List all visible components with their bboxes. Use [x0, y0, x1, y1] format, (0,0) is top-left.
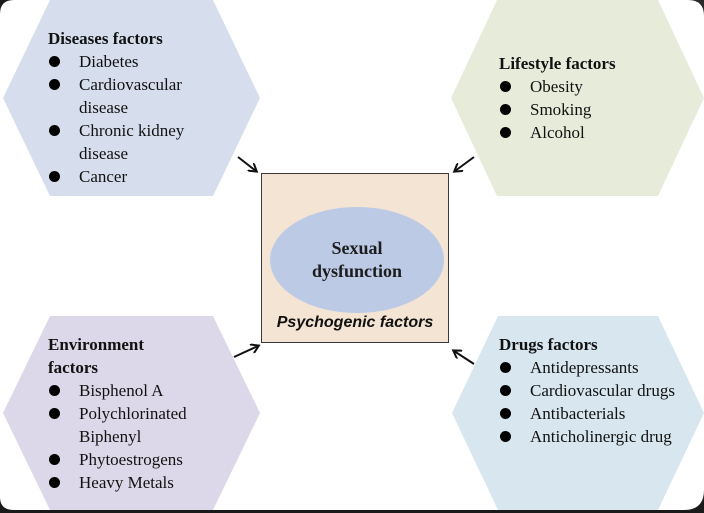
- list-item: Heavy Metals: [48, 471, 239, 494]
- list-item-label: Phytoestrogens: [79, 450, 183, 469]
- arrow-lifestyle-to-center: [455, 156, 475, 171]
- hexagon-drugs: [452, 316, 704, 510]
- lifestyle-factors-list: Obesity Smoking Alcohol: [499, 75, 616, 144]
- sexual-dysfunction-line-2: dysfunction: [311, 261, 403, 281]
- hexagon-environment: [3, 316, 260, 510]
- hexagon-diseases: [3, 0, 260, 196]
- frame-corner-top-right: [688, 0, 704, 16]
- frame-corner-top-left: [0, 0, 14, 14]
- list-item-label: Antidepressants: [530, 358, 639, 377]
- list-item-label: Polychlorinated Biphenyl: [79, 404, 187, 446]
- arrow-diseases-to-center: [237, 156, 256, 171]
- diseases-factors-list: Diabetes Cardiovascular disease Chronic …: [48, 50, 229, 188]
- environment-factors-title: Environment factors: [48, 335, 145, 377]
- list-item: Cardiovascular disease: [48, 73, 219, 119]
- list-item: Polychlorinated Biphenyl: [48, 402, 239, 448]
- hexagon-lifestyle: [451, 0, 704, 196]
- list-item-label: Anticholinergic drug: [530, 427, 672, 446]
- list-item: Bisphenol A: [48, 379, 239, 402]
- list-item-label: Diabetes: [79, 52, 139, 71]
- list-item: Diabetes: [48, 50, 229, 73]
- list-item-label: Cancer: [79, 167, 128, 186]
- list-item-label: Cardiovascular drugs: [530, 381, 675, 400]
- frame-corner-bottom-right: [684, 490, 704, 510]
- list-item: Phytoestrogens: [48, 448, 239, 471]
- list-item: Obesity: [499, 75, 616, 98]
- list-item: Antidepressants: [499, 356, 680, 379]
- environment-factors-list: Bisphenol A Polychlorinated Biphenyl Phy…: [48, 379, 239, 494]
- drugs-factors-title: Drugs factors: [499, 335, 598, 354]
- sexual-dysfunction-ellipse: Sexual dysfunction: [270, 207, 444, 313]
- psychogenic-factors-label: Psychogenic factors: [276, 314, 434, 331]
- sexual-dysfunction-line-1: Sexual: [331, 238, 383, 258]
- lifestyle-factors-title: Lifestyle factors: [499, 54, 616, 73]
- list-item-label: Heavy Metals: [79, 473, 174, 492]
- list-item: Chronic kidney disease: [48, 119, 229, 165]
- list-item-label: Bisphenol A: [79, 381, 164, 400]
- list-item: Cancer: [48, 165, 229, 188]
- drugs-factors-list: Antidepressants Cardiovascular drugs Ant…: [499, 356, 680, 448]
- list-item-label: Chronic kidney disease: [79, 121, 185, 163]
- environment-factors-block: Environment factors Bisphenol A Polychlo…: [48, 333, 239, 494]
- list-item: Antibacterials: [499, 402, 680, 425]
- list-item-label: Obesity: [530, 77, 583, 96]
- list-item-label: Cardiovascular disease: [79, 75, 182, 117]
- list-item-label: Smoking: [530, 100, 592, 119]
- list-item-label: Alcohol: [530, 123, 585, 142]
- lifestyle-factors-block: Lifestyle factors Obesity Smoking Alcoho…: [499, 52, 616, 144]
- list-item: Alcohol: [499, 121, 616, 144]
- arrow-drugs-to-center: [454, 351, 475, 365]
- diseases-factors-title: Diseases factors: [48, 29, 163, 48]
- arrow-environment-to-center: [233, 346, 258, 358]
- list-item: Cardiovascular drugs: [499, 379, 680, 402]
- list-item: Anticholinergic drug: [499, 425, 680, 448]
- frame-corner-bottom-left: [0, 497, 704, 513]
- list-item: Smoking: [499, 98, 616, 121]
- list-item-label: Antibacterials: [530, 404, 626, 423]
- sexual-dysfunction-label: Sexual dysfunction: [312, 237, 402, 283]
- diseases-factors-block: Diseases factors Diabetes Cardiovascular…: [48, 27, 229, 188]
- psychogenic-factors-box: Sexual dysfunction Psychogenic factors: [261, 173, 449, 343]
- drugs-factors-block: Drugs factors Antidepressants Cardiovasc…: [499, 333, 680, 448]
